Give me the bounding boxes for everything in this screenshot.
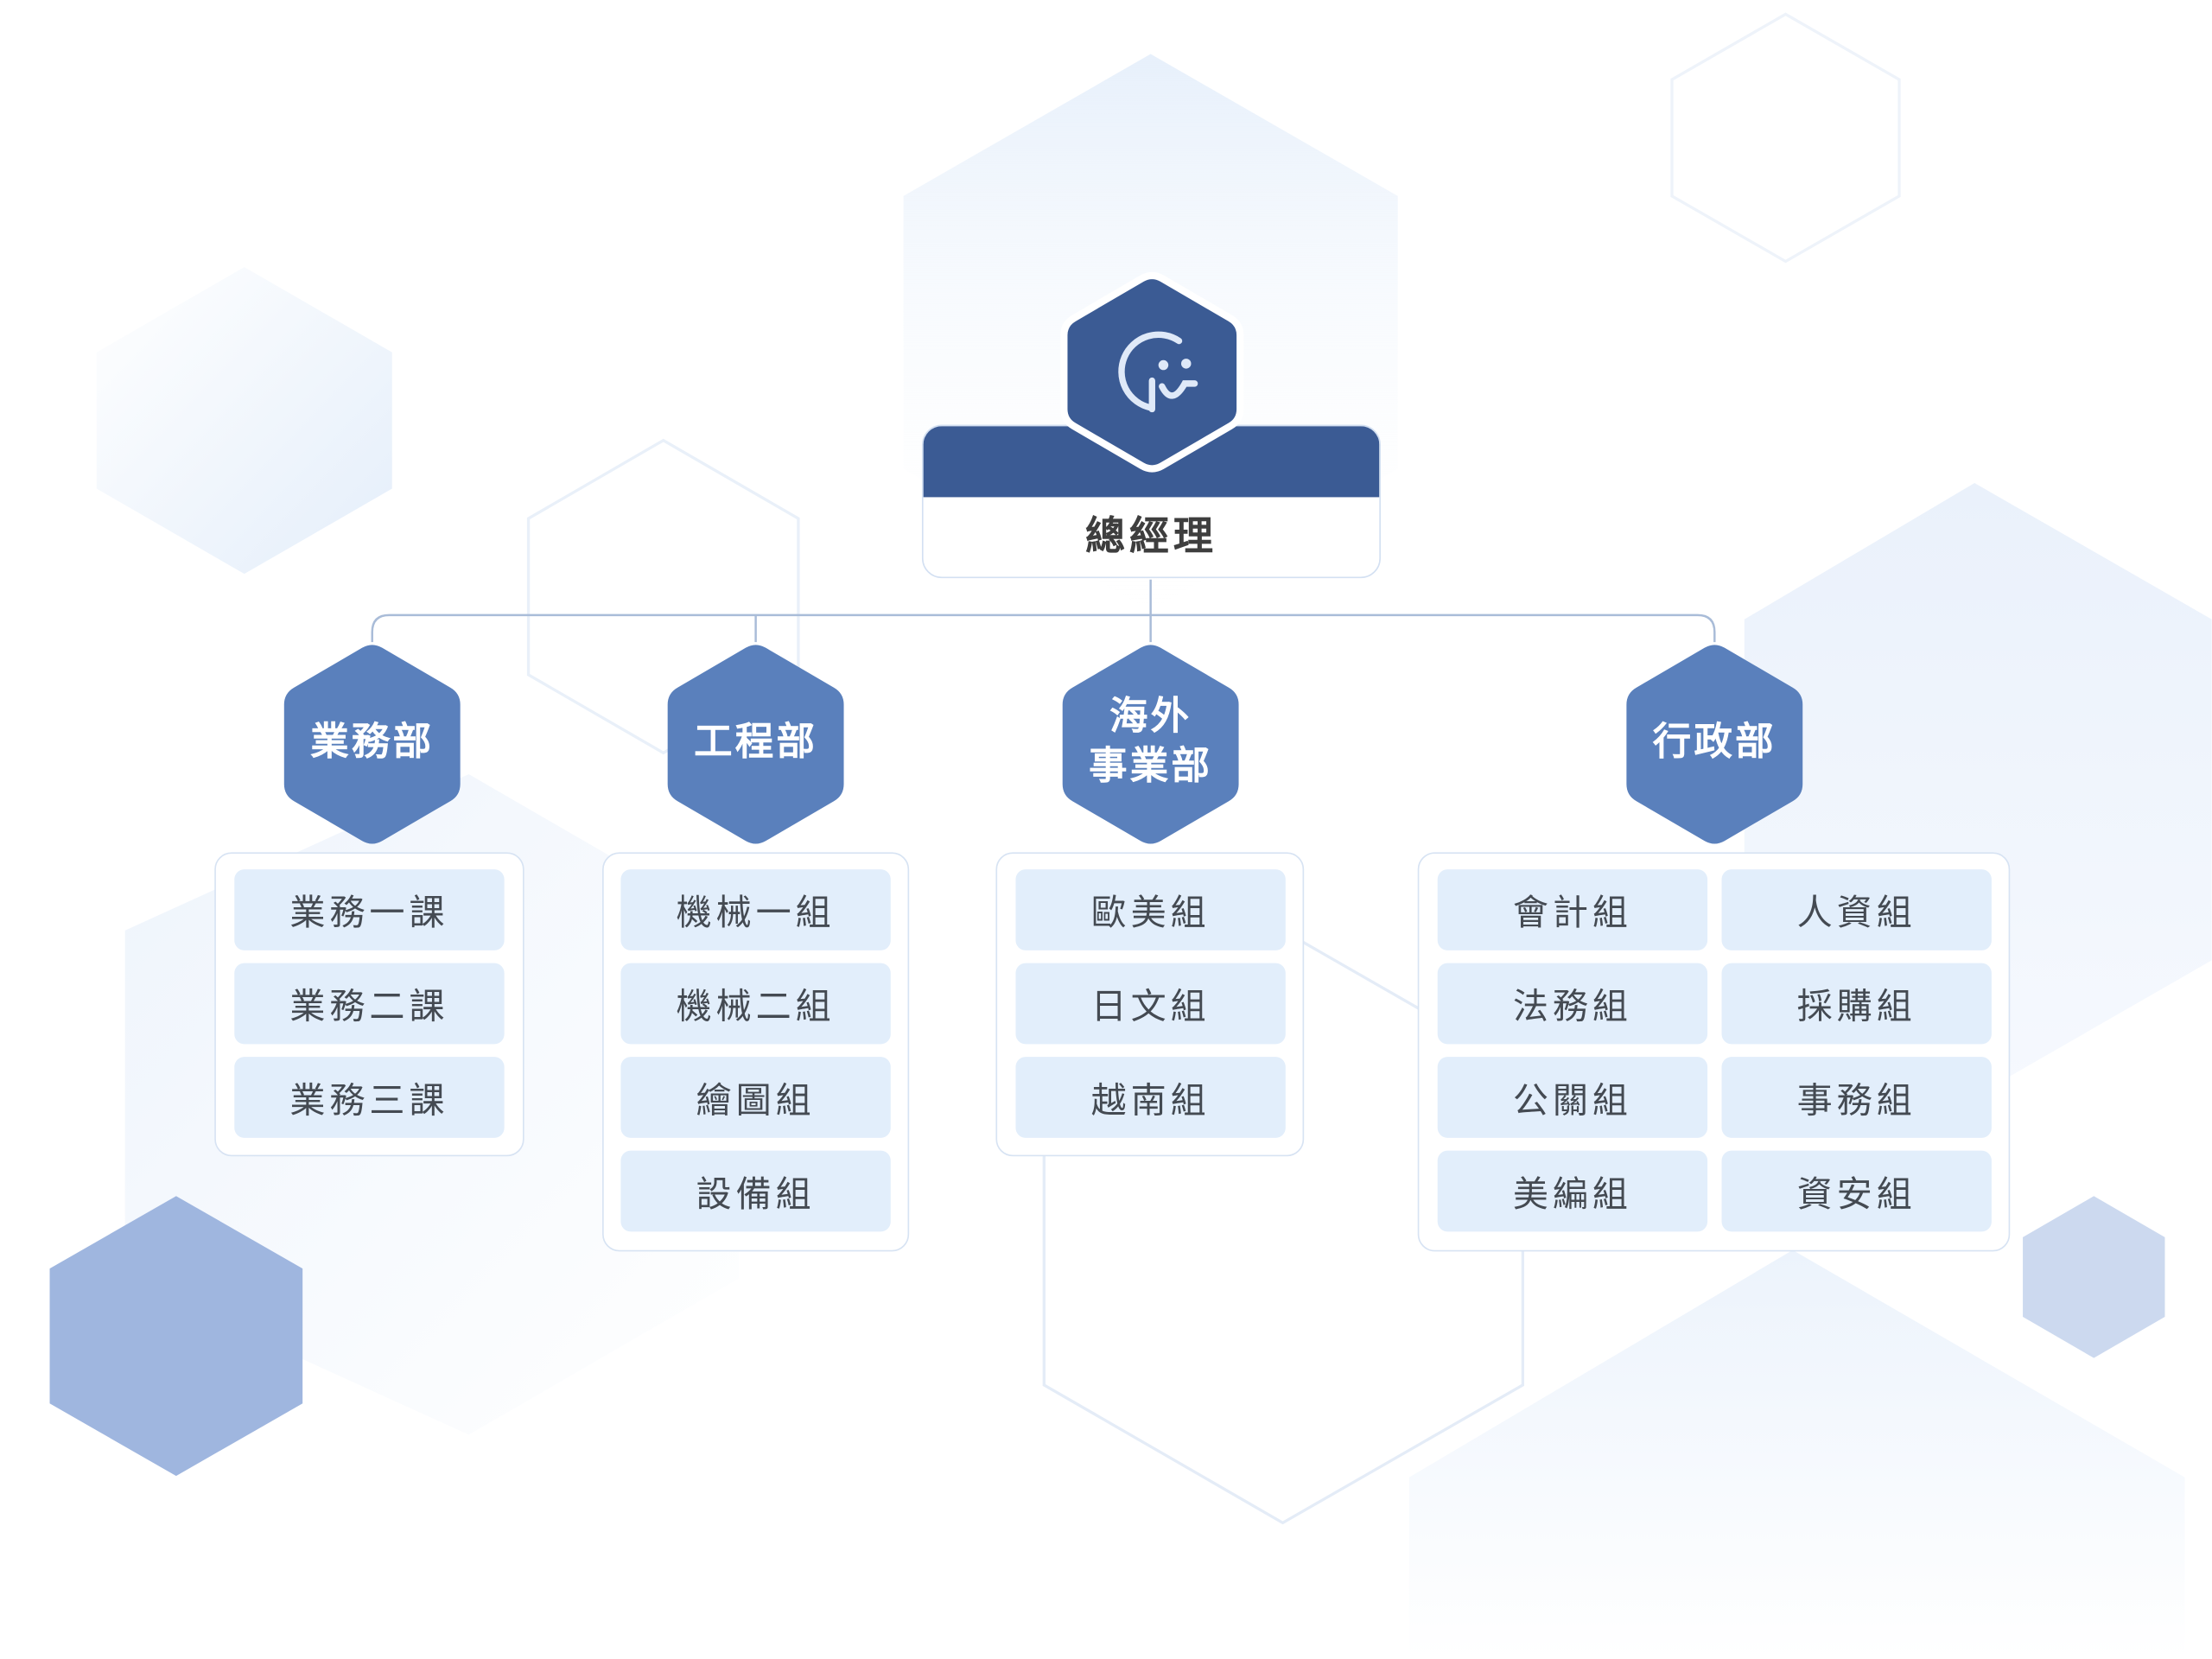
dept-hex-sales	[283, 645, 461, 844]
unit-item: 資安組	[1721, 1150, 1992, 1232]
dept-hex-admin	[1626, 645, 1803, 844]
unit-item: 法務組	[1437, 963, 1708, 1045]
unit-item: 機械一組	[620, 869, 891, 950]
unit-item: 繪圖組	[620, 1057, 891, 1138]
unit-item: 公關組	[1437, 1057, 1708, 1138]
dept-label-overseas: 海外 事業部	[1057, 642, 1244, 841]
company-logo-icon	[1118, 331, 1198, 413]
bg-hex-right-small-solid	[2023, 1196, 2165, 1358]
units-panel-overseas: 歐美組 日文組 越南組	[995, 852, 1305, 1157]
unit-item: 業務一課	[234, 869, 505, 950]
dept-label-sales: 業務部	[310, 719, 435, 764]
unit-item: 美編組	[1437, 1150, 1708, 1232]
unit-item: 人資組	[1721, 869, 1992, 950]
bg-hex-mid-left-outline	[526, 438, 800, 755]
unit-item: 日文組	[1015, 963, 1286, 1045]
unit-item: 越南組	[1015, 1057, 1286, 1138]
bg-hex-bottom-left-solid	[49, 1196, 303, 1477]
general-manager-title: 總經理	[1084, 512, 1217, 560]
connector-lines	[371, 579, 1716, 643]
units-panel-admin: 會計組 法務組 公關組 美編組 人資組 採購組 事務組 資安組	[1417, 852, 2011, 1252]
company-logo-hex	[1060, 271, 1244, 473]
bg-hex-bottom-right	[1408, 1249, 2185, 1659]
dept-label-admin: 行政部	[1652, 719, 1777, 764]
dept-hex-engineering	[667, 645, 844, 844]
dept-label-engineering: 工程部	[694, 719, 818, 764]
dept-hex-overseas	[1062, 645, 1239, 844]
dept-label-overseas-line1: 海外	[1109, 694, 1192, 739]
dept-label-overseas-line2: 事業部	[1089, 744, 1213, 789]
unit-item: 設備組	[620, 1150, 891, 1232]
unit-item: 業務二課	[234, 963, 505, 1045]
unit-item: 事務組	[1721, 1057, 1992, 1138]
unit-item: 會計組	[1437, 869, 1708, 950]
bg-hex-top-left	[96, 267, 392, 575]
unit-item: 機械二組	[620, 963, 891, 1045]
bg-hex-top-right-outline	[1670, 12, 1901, 264]
unit-item: 業務三課	[234, 1057, 505, 1138]
unit-item: 採購組	[1721, 963, 1992, 1045]
units-panel-sales: 業務一課 業務二課 業務三課	[214, 852, 524, 1157]
units-panel-engineering: 機械一組 機械二組 繪圖組 設備組	[602, 852, 910, 1252]
unit-item: 歐美組	[1015, 869, 1286, 950]
